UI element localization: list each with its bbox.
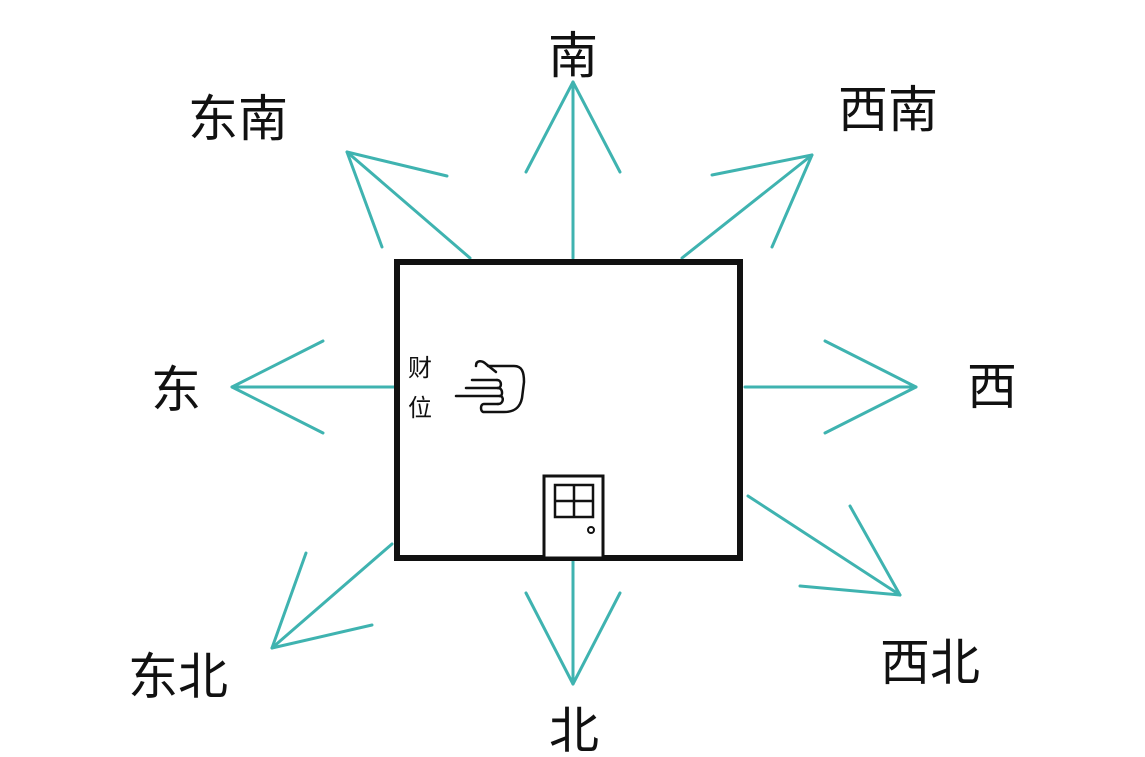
- arrow-west: [743, 339, 918, 435]
- label-southwest: 西南: [838, 81, 938, 139]
- label-south: 南: [548, 27, 598, 85]
- arrow-southwest: [680, 153, 814, 260]
- label-northwest: 西北: [880, 634, 980, 692]
- label-north: 北: [549, 702, 599, 757]
- arrow-south: [524, 80, 622, 260]
- arrow-east: [230, 339, 396, 435]
- direction-arrows: [230, 80, 918, 686]
- pointing-hand-icon: [454, 360, 526, 414]
- wealth-position-label-2: 位: [408, 394, 432, 422]
- arrow-north: [524, 558, 622, 686]
- label-east: 东: [151, 361, 201, 419]
- wealth-position-label-1: 财: [408, 354, 432, 382]
- door-icon: [542, 474, 605, 560]
- arrow-northwest: [746, 494, 902, 597]
- arrow-southeast: [345, 150, 472, 260]
- arrow-northeast: [270, 542, 394, 650]
- label-southeast: 东南: [188, 90, 288, 148]
- label-northeast: 东北: [128, 648, 228, 706]
- label-west: 西: [967, 358, 1017, 416]
